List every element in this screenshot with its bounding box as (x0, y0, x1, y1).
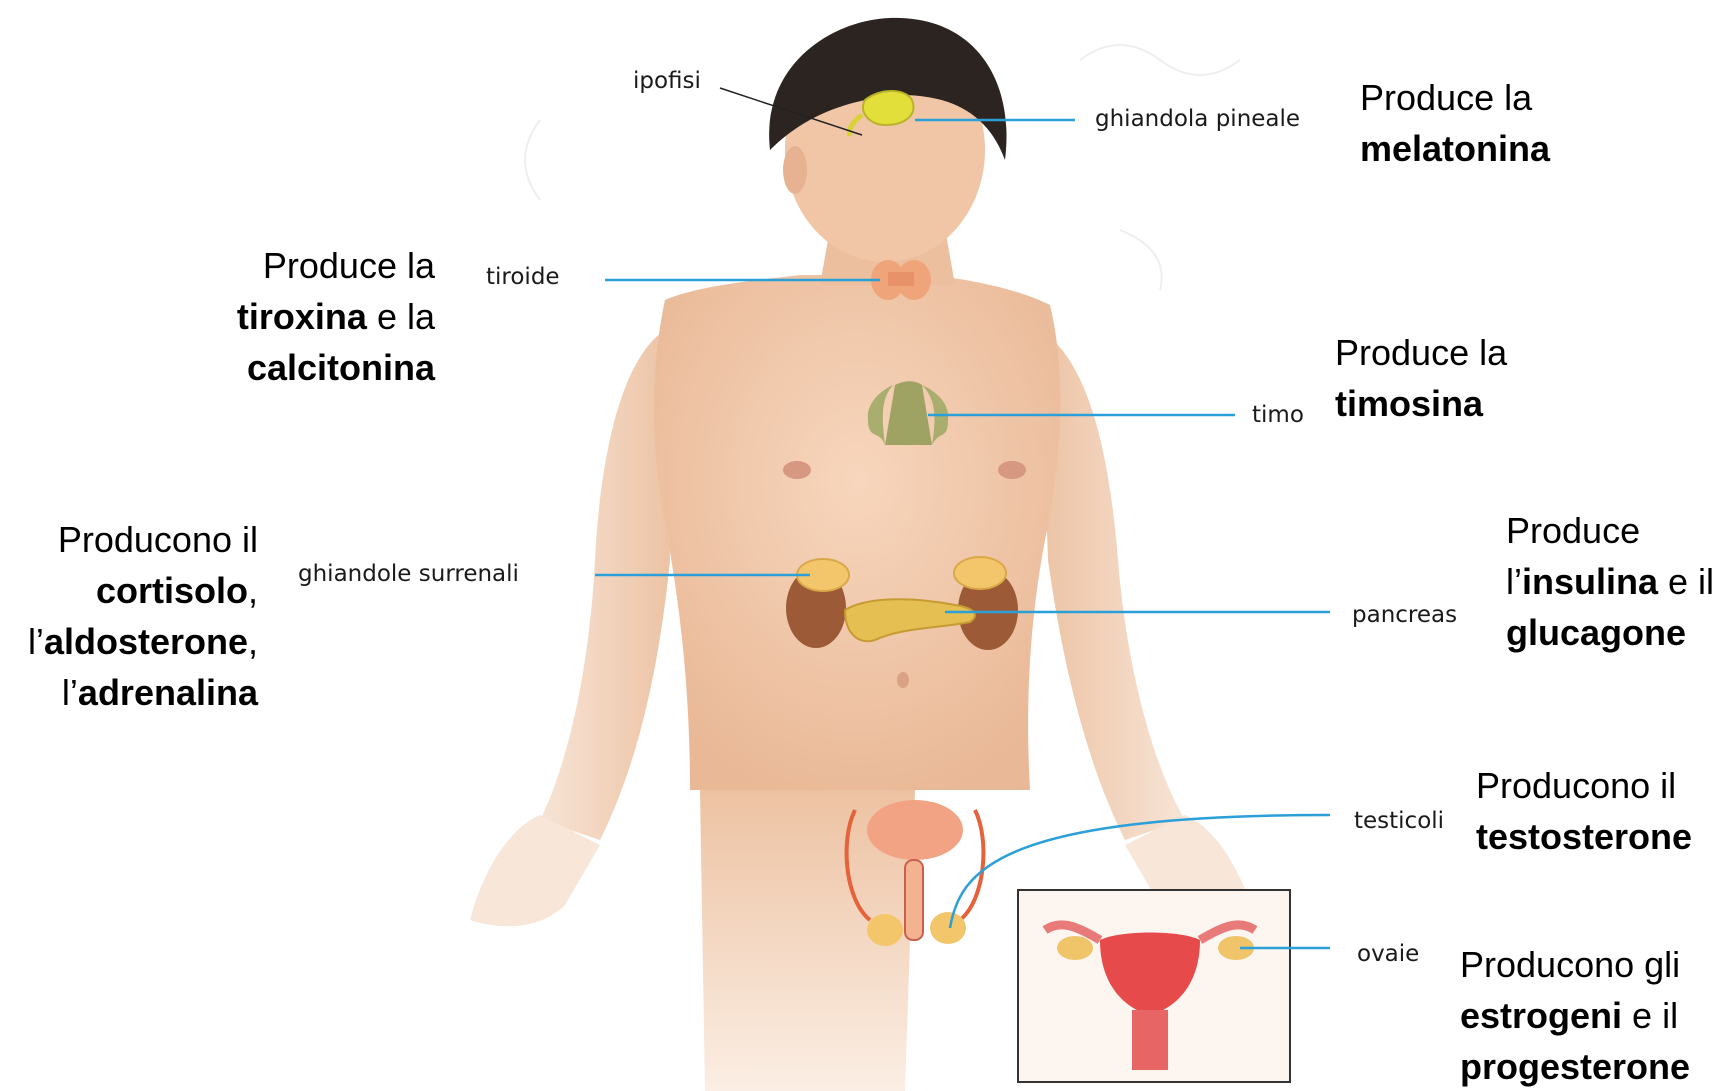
label-tiroide: tiroide (486, 266, 560, 289)
label-testicoli: testicoli (1354, 810, 1444, 833)
desc-ovaie: Producono gli estrogeni e il progesteron… (1460, 939, 1690, 1091)
torso (654, 275, 1060, 790)
head (769, 18, 1006, 262)
label-pancreas: pancreas (1352, 604, 1457, 627)
navel (897, 672, 909, 688)
label-ipofisi: ipofisi (633, 70, 701, 93)
left-nipple (783, 461, 811, 479)
ear (783, 146, 807, 194)
desc-testicoli: Producono il testosterone (1476, 760, 1692, 862)
desc-timo: Produce la timosina (1335, 327, 1507, 429)
left-arm (470, 330, 670, 926)
desc-pancreas: Produce l’insulina e il glucagone (1506, 505, 1714, 658)
desc-surrenali: Producono il cortisolo, l’aldosterone, l… (28, 514, 258, 718)
desc-pineale: Produce la melatonina (1360, 72, 1550, 174)
label-ghiandole-surrenali: ghiandole surrenali (298, 563, 519, 586)
right-arm (1040, 330, 1255, 926)
right-nipple (998, 461, 1026, 479)
ovary-inset (1018, 890, 1290, 1082)
label-ghiandola-pineale: ghiandola pineale (1095, 108, 1300, 131)
desc-tiroide: Produce la tiroxina e la calcitonina (237, 240, 435, 393)
label-ovaie: ovaie (1357, 943, 1419, 966)
label-timo: timo (1252, 404, 1304, 427)
